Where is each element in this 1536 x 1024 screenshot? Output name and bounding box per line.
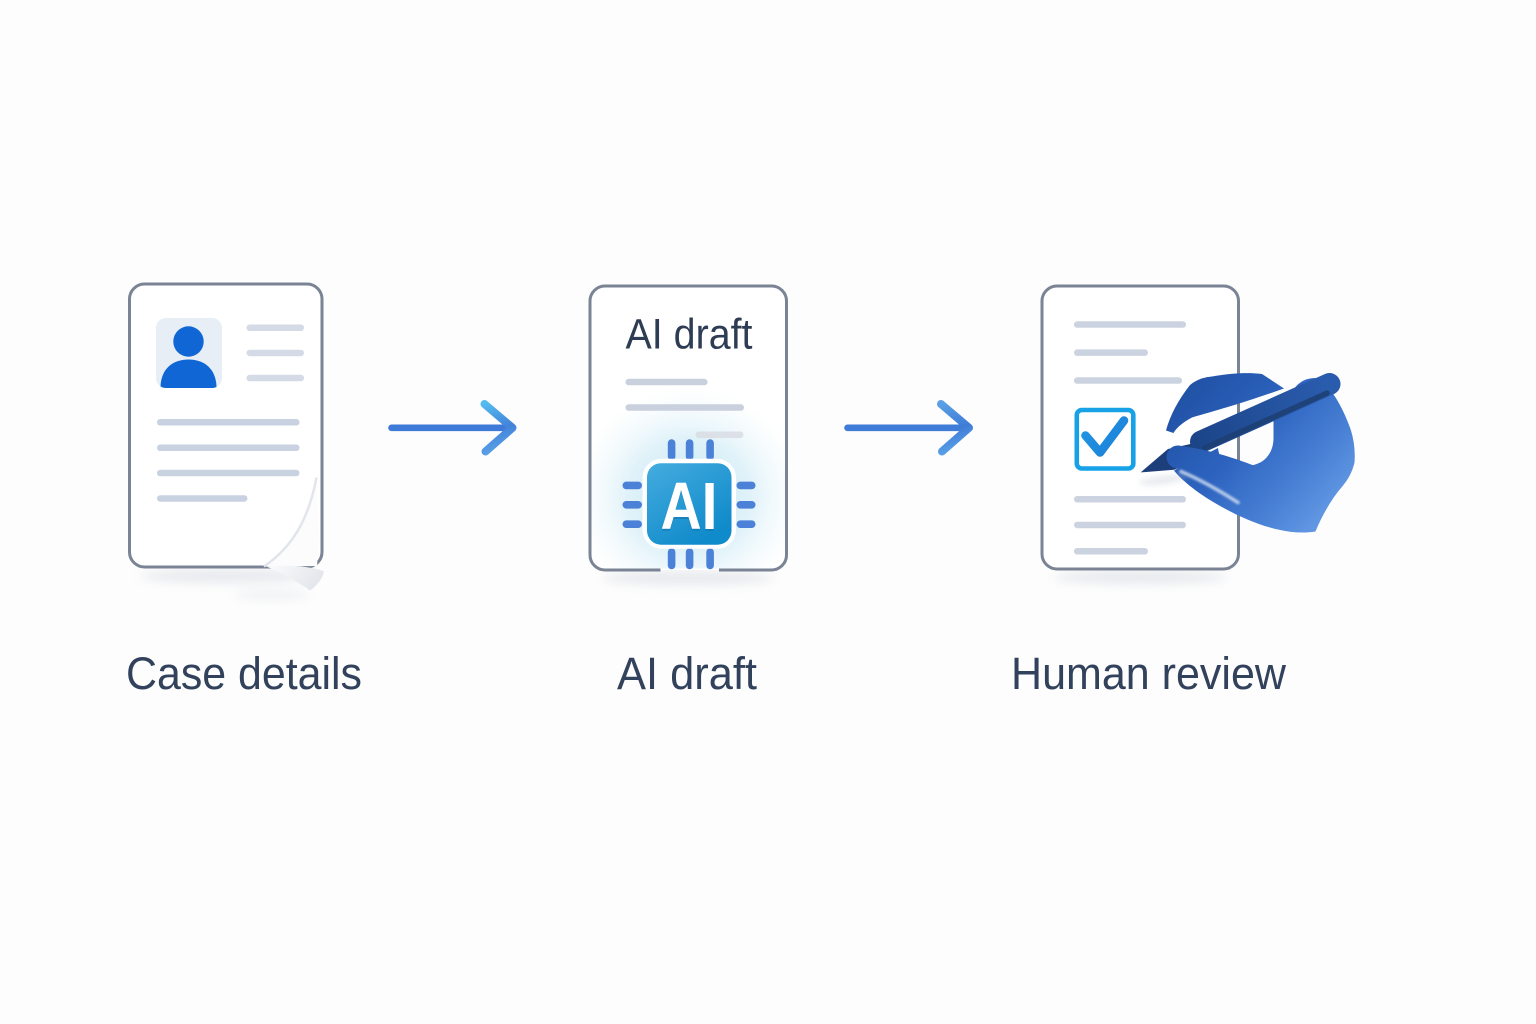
svg-text:Human review: Human review (1011, 648, 1286, 699)
svg-text:AI draft: AI draft (626, 312, 753, 359)
svg-text:AI: AI (661, 469, 718, 544)
svg-text:Case details: Case details (126, 648, 362, 699)
svg-text:AI: AI (661, 471, 718, 546)
svg-text:AI draft: AI draft (617, 648, 757, 699)
